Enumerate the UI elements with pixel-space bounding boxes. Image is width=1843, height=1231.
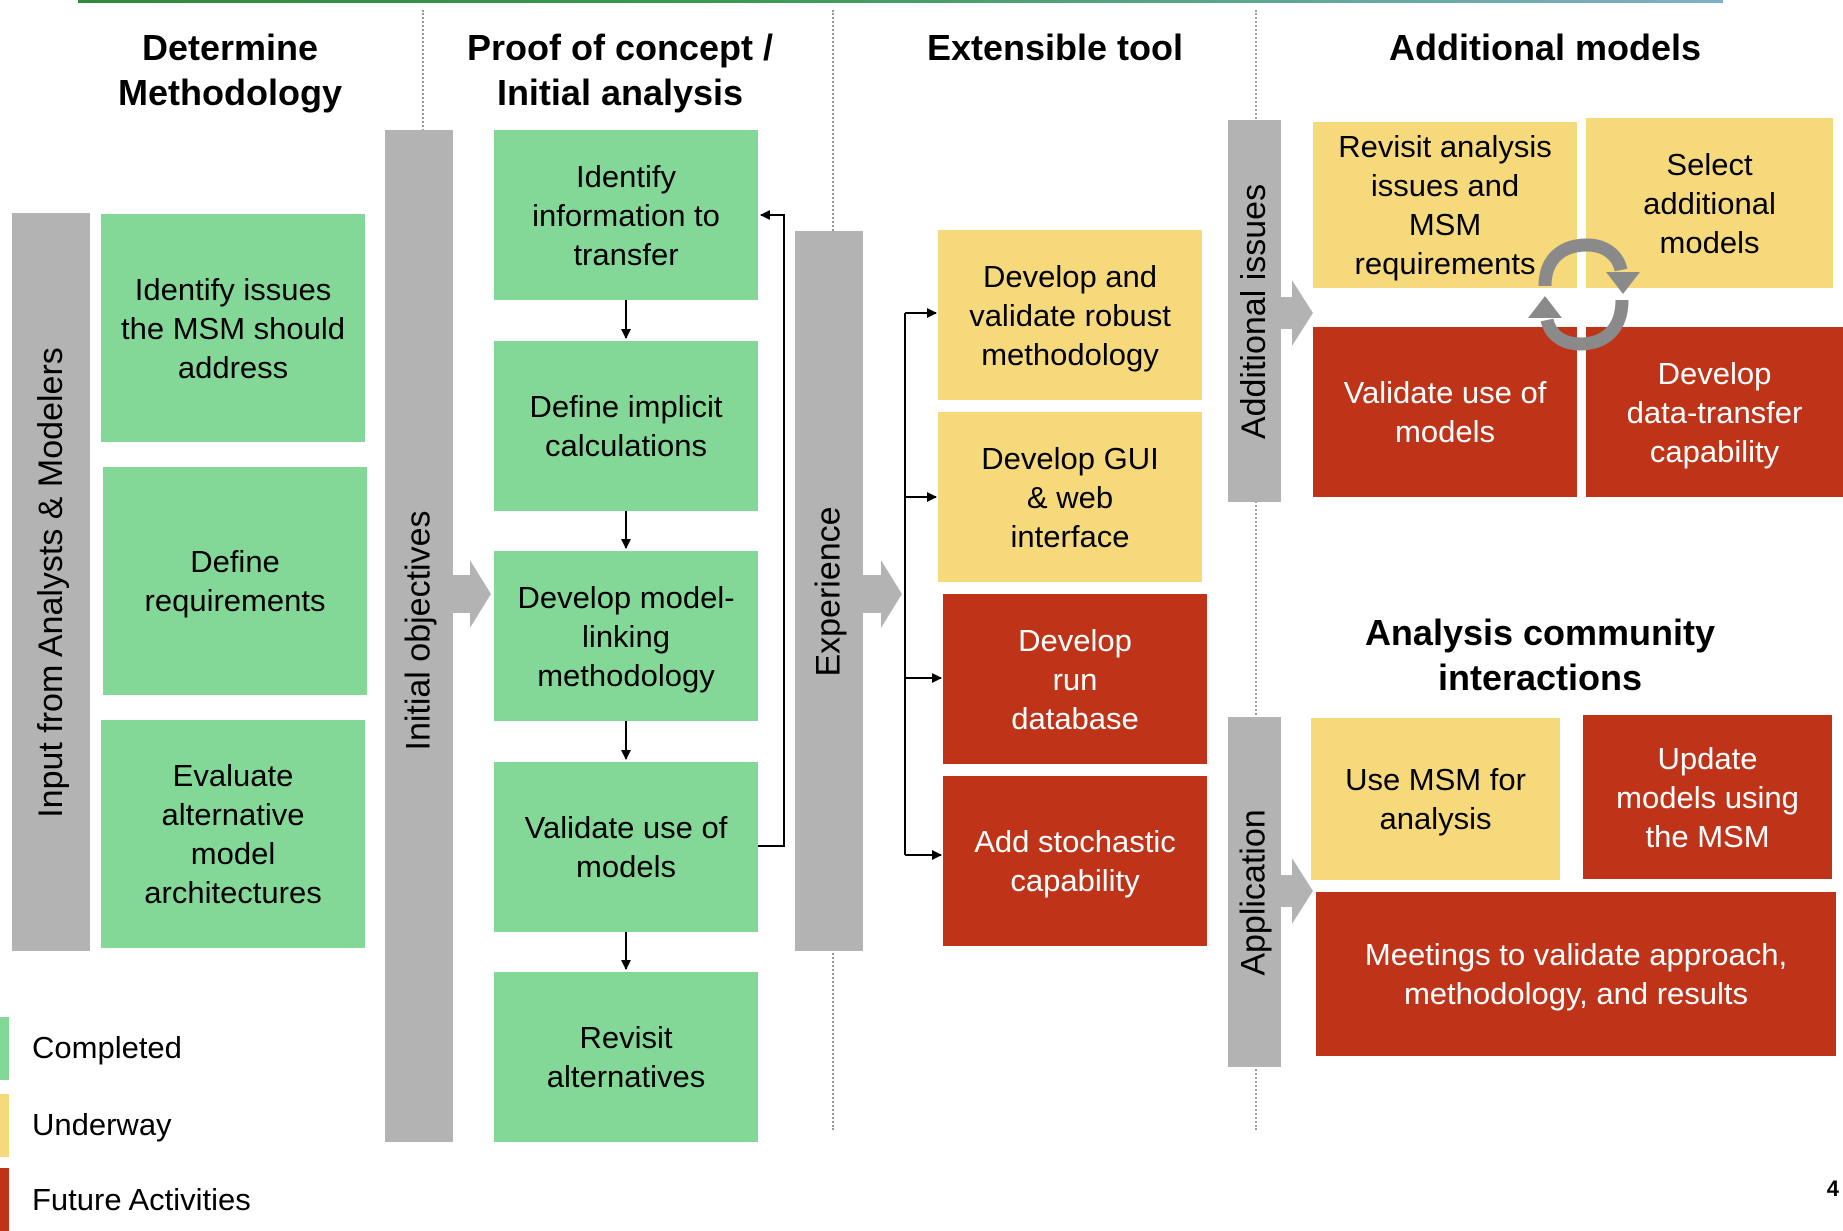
header-additional-models: Additional models [1388, 27, 1701, 68]
step-use-msm-for-analysis: Use MSM for analysis [1311, 718, 1560, 880]
step-define-requirements: Define requirements [103, 467, 367, 695]
feedback-loop [758, 210, 785, 847]
top-rule [78, 0, 1723, 3]
step-add-stochastic: Add stochastic capability [943, 776, 1207, 946]
legend-label-future: Future Activities [32, 1182, 251, 1217]
page-number: 4 [1826, 1176, 1839, 1201]
header-analysis-community: Analysis community interactions [1364, 612, 1716, 698]
block-arrow [1281, 280, 1313, 346]
block-arrow [1281, 858, 1313, 924]
step-revisit-alternatives: Revisit alternatives [494, 972, 758, 1142]
block-arrow [863, 560, 902, 628]
legend-swatch-future [0, 1168, 9, 1231]
legend-swatch-underway [0, 1094, 9, 1157]
block-arrow [453, 560, 491, 628]
additional-issues-bar [1228, 120, 1281, 502]
step-validate-additional-models: Validate use of models [1313, 327, 1577, 497]
column-divider [1255, 10, 1257, 1130]
application-bar [1228, 717, 1281, 1067]
step-update-models: Update models using the MSM [1583, 715, 1832, 879]
step-develop-data-transfer: Develop data-transfer capability [1586, 327, 1843, 497]
header-proof-of-concept: Proof of concept / Initial analysis [467, 27, 773, 113]
step-validate-models: Validate use of models [494, 762, 758, 932]
step-develop-model-linking: Develop model-linking methodology [494, 551, 758, 721]
step-develop-robust-methodology: Develop and validate robust methodology [938, 230, 1202, 400]
input-bar [12, 213, 90, 951]
step-meetings-validate: Meetings to validate approach, methodolo… [1316, 892, 1836, 1056]
objectives-bar [385, 130, 453, 1142]
legend-label-completed: Completed [32, 1030, 182, 1065]
experience-bar [795, 231, 863, 951]
legend-label-underway: Underway [32, 1107, 172, 1142]
step-select-additional-models: Select additional models [1586, 118, 1833, 288]
header-extensible-tool: Extensible tool [926, 27, 1184, 68]
cycle-icon [1528, 238, 1640, 351]
header-determine-methodology: Determine Methodology [118, 27, 342, 113]
step-identify-issues: Identify issues the MSM should address [101, 214, 365, 442]
step-identify-information: Identify information to transfer [494, 130, 758, 300]
step-define-implicit-calculations: Define implicit calculations [494, 341, 758, 511]
step-develop-run-database: Develop run database [943, 594, 1207, 764]
legend-swatch-completed [0, 1017, 9, 1080]
step-evaluate-architectures: Evaluate alternative model architectures [101, 720, 365, 948]
step-develop-gui: Develop GUI & web interface [938, 412, 1202, 582]
step-revisit-analysis-issues: Revisit analysis issues and MSM requirem… [1313, 122, 1577, 288]
